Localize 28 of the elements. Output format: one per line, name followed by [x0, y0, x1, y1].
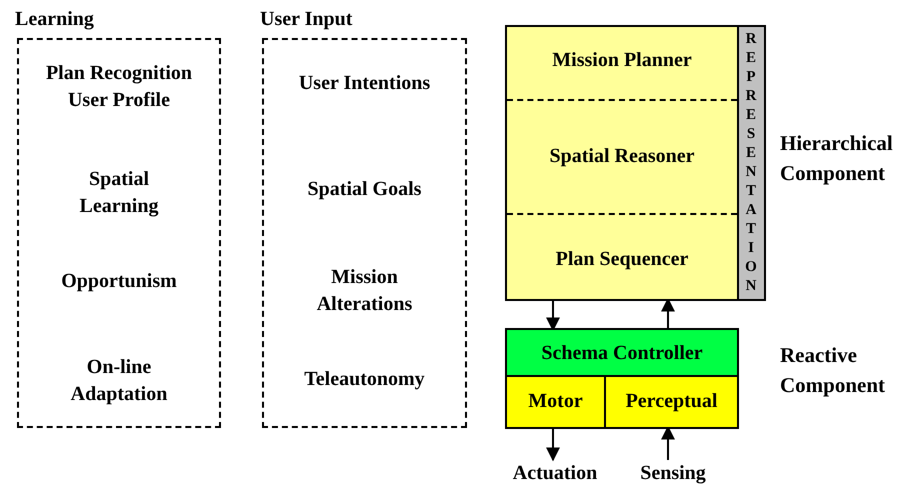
- list-item: Mission Alterations: [316, 265, 414, 317]
- group-heading: Learning: [15, 7, 94, 32]
- list-item: User Intentions: [298, 71, 432, 96]
- list-item: Spatial Learning: [78, 167, 160, 219]
- component-label: Reactive Component: [780, 342, 886, 399]
- list-item: Opportunism: [60, 269, 178, 294]
- box-label: Actuation: [512, 461, 598, 486]
- box-label: Perceptual: [624, 389, 718, 414]
- reactive-stack: [505, 328, 739, 429]
- list-item: On-line Adaptation: [70, 355, 168, 407]
- hierarchical-stack: [505, 25, 766, 301]
- list-item: Plan Recognition User Profile: [44, 61, 194, 113]
- list-item: Spatial Goals: [306, 177, 422, 202]
- controller-box: [507, 330, 737, 377]
- component-label: Hierarchical Component: [780, 130, 894, 187]
- box-label: Sensing: [639, 461, 707, 486]
- vertical-bar: [737, 27, 764, 299]
- box-label: Spatial Reasoner: [548, 144, 696, 169]
- box-label: Motor: [527, 389, 584, 414]
- vertical-label: REPRESENTATION: [742, 31, 760, 297]
- box-label: Mission Planner: [551, 48, 693, 73]
- group-heading: User Input: [260, 7, 352, 32]
- list-item: Teleautonomy: [303, 367, 426, 392]
- arrow: [546, 427, 560, 462]
- box-label: Plan Sequencer: [554, 247, 690, 272]
- box-label: Schema Controller: [540, 341, 704, 366]
- module-box: [507, 377, 604, 427]
- module-box: [604, 377, 737, 427]
